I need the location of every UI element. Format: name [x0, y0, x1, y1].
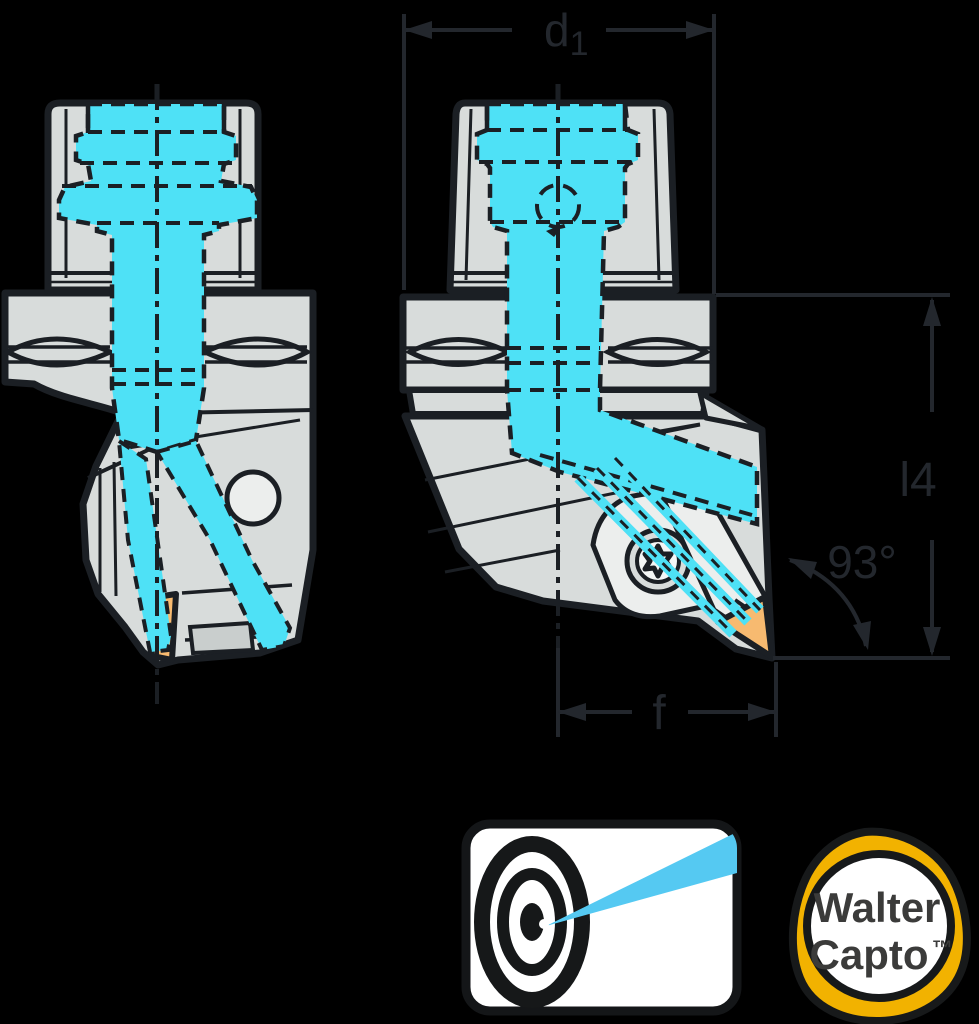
right-view-coolant-solid-edges — [484, 104, 628, 131]
right-view-inner-edges — [464, 108, 661, 281]
beam-origin-dot — [539, 919, 549, 929]
left-view-coolant-solid-edges — [85, 104, 227, 133]
left-view-lens-right-bands — [205, 345, 307, 364]
left-view-coolant-port — [224, 469, 282, 527]
d1-arrow-left — [404, 21, 432, 39]
walter-capto-circle — [803, 850, 955, 1002]
dimension-f: f — [556, 648, 778, 740]
coolant-beam-icon — [546, 832, 737, 926]
f-label: f — [652, 687, 666, 740]
right-view-nose-ridge — [697, 390, 765, 432]
f-arrow-left — [558, 703, 586, 721]
right-view-coolant-stream-borders — [576, 456, 762, 636]
walter-capto-tm: ™ — [932, 937, 953, 960]
l4-arrow-down — [923, 627, 941, 656]
right-view-coolant-main — [474, 101, 760, 527]
angle-arrow-upper — [788, 558, 817, 579]
left-view-insert-seat — [187, 620, 256, 656]
d1-arrow-right — [686, 21, 714, 39]
right-tool-view — [399, 84, 776, 662]
right-view-coolant-channels — [474, 101, 764, 638]
angle-arrow-lower — [853, 621, 871, 650]
bullseye-icon — [474, 832, 737, 1008]
bullseye-mid-ring — [497, 868, 567, 976]
right-view-lens-left-bands — [403, 346, 508, 364]
left-view-clamp-lines — [98, 461, 118, 597]
bullseye-center — [520, 903, 544, 941]
walter-capto-line2: Capto — [810, 931, 929, 978]
d1-label-base: d — [544, 4, 570, 56]
angle-label: 93° — [827, 536, 897, 588]
right-view-lens-right-bands — [608, 346, 713, 364]
dimension-d1: d1 — [402, 4, 716, 294]
f-arrow-right — [748, 703, 776, 721]
left-view-lens-left-bands — [8, 345, 110, 364]
angle-annotation: 93° — [788, 536, 897, 650]
walter-capto-logo: Walter Capto ™ — [788, 827, 971, 1024]
left-tool-view — [1, 84, 317, 704]
l4-arrow-up — [923, 297, 941, 326]
d1-label: d1 — [544, 4, 589, 63]
precision-coolant-logo — [461, 819, 742, 1016]
l4-label: l4 — [899, 454, 936, 507]
walter-capto-line1: Walter — [814, 884, 941, 931]
dimension-l4: l4 — [716, 293, 950, 660]
bullseye-outer-ring — [474, 836, 590, 1008]
d1-label-sub: 1 — [570, 25, 589, 63]
left-view-coolant-branch-right — [153, 438, 293, 653]
